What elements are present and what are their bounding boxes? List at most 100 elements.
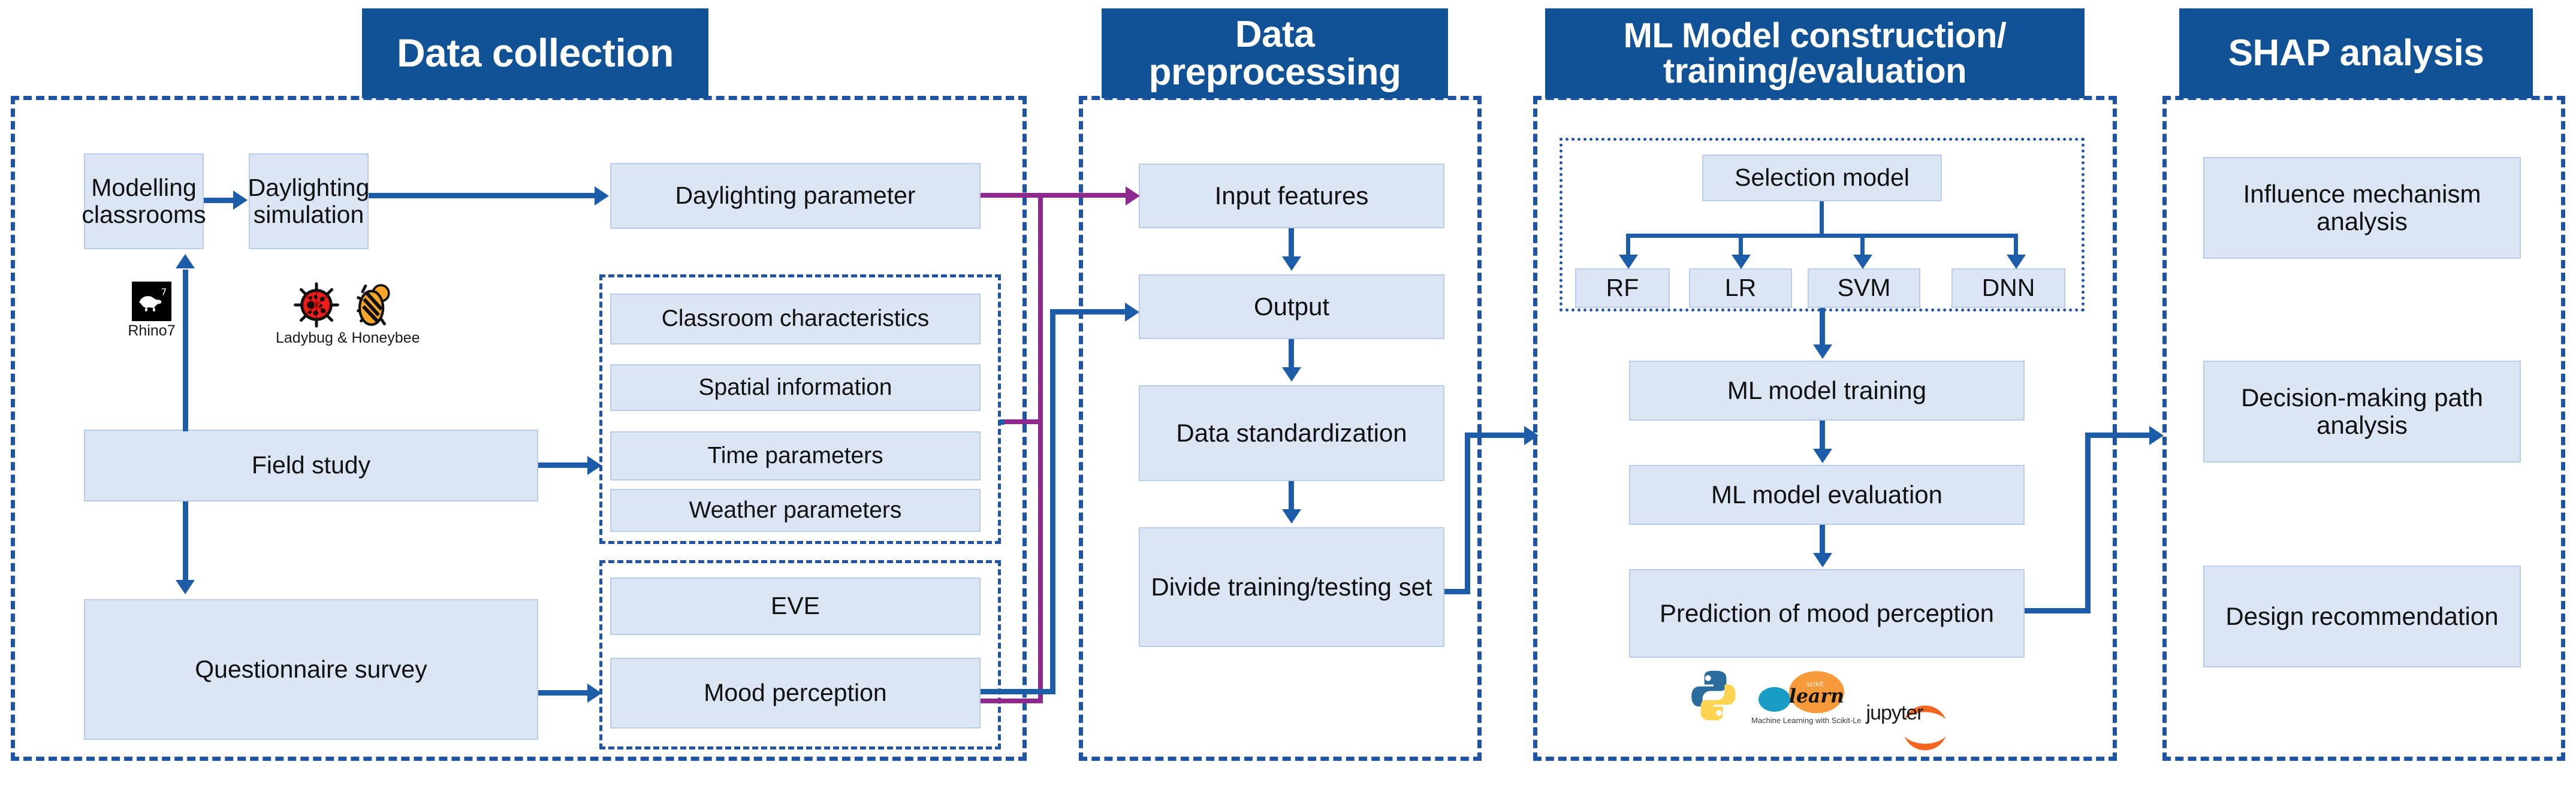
banner-shap-analysis: SHAP analysis: [2179, 8, 2533, 98]
box-influence-mechanism-analysis-label: Influence mechanism analysis: [2243, 179, 2481, 235]
arrow-output-to-standardization-head: [1282, 367, 1301, 382]
arrow-fieldstudy-to-questionnaire-line: [183, 501, 188, 583]
svg-text:7: 7: [161, 287, 167, 298]
banner-data-preprocessing: Data preprocessing: [1102, 8, 1448, 98]
box-daylighting-simulation[interactable]: Daylighting simulation: [248, 153, 369, 249]
box-classroom-characteristics[interactable]: Classroom characteristics: [610, 294, 981, 344]
arrow-divide-to-ml-hline-top: [1465, 433, 1526, 438]
ml-tool-logos: scikit learn Machine Learning with Sciki…: [1684, 666, 1946, 751]
box-design-recommendation[interactable]: Design recommendation: [2203, 566, 2521, 667]
banner-shap-analysis-label: SHAP analysis: [2228, 32, 2484, 74]
box-daylighting-parameter[interactable]: Daylighting parameter: [610, 163, 981, 229]
arrow-algorithms-to-training-line: [1820, 308, 1825, 346]
arrow-divide-to-ml-vline: [1465, 433, 1470, 594]
arrow-standardization-to-divide-line: [1289, 481, 1294, 511]
rhino7-icon-group: 7 Rhino7: [128, 282, 176, 340]
ladybug-honeybee-icon-group: Ladybug & Honeybee: [276, 282, 420, 347]
box-algorithm-lr-label: LR: [1724, 274, 1757, 302]
purple-bus-segment-from-features: [1001, 419, 1043, 424]
box-spatial-information-label: Spatial information: [698, 374, 892, 400]
arrow-questionnaire-to-outcomes-line: [538, 690, 592, 696]
box-time-parameters-label: Time parameters: [707, 442, 883, 468]
box-output[interactable]: Output: [1139, 274, 1444, 339]
box-questionnaire-survey[interactable]: Questionnaire survey: [84, 599, 538, 740]
blue-bus-trunk: [1050, 309, 1055, 694]
banner-data-preprocessing-line2: preprocessing: [1148, 52, 1401, 93]
arrow-simulation-to-parameter-head: [595, 186, 609, 205]
box-mood-perception-label: Mood perception: [704, 679, 887, 707]
box-algorithm-svm-label: SVM: [1837, 274, 1891, 302]
box-decision-making-path-analysis[interactable]: Decision-making path analysis: [2203, 361, 2521, 462]
box-ml-model-training[interactable]: ML model training: [1629, 361, 2025, 421]
box-influence-mechanism-analysis[interactable]: Influence mechanism analysis: [2203, 157, 2521, 259]
banner-ml-model-line1: ML Model construction/: [1623, 16, 2007, 55]
box-ml-model-evaluation[interactable]: ML model evaluation: [1629, 465, 2025, 525]
box-selection-model[interactable]: Selection model: [1702, 155, 1942, 201]
box-output-label: Output: [1253, 292, 1330, 321]
box-data-standardization[interactable]: Data standardization: [1139, 385, 1444, 481]
box-modelling-classrooms[interactable]: Modelling classrooms: [82, 153, 206, 249]
feature-group-right-stub: [1000, 419, 1005, 425]
box-eve-label: EVE: [770, 592, 821, 620]
arrow-fieldstudy-to-features-head: [587, 456, 602, 475]
arrow-evaluation-to-prediction-head: [1813, 553, 1832, 567]
box-prediction-of-mood-perception[interactable]: Prediction of mood perception: [1629, 569, 2025, 658]
banner-data-collection-label: Data collection: [397, 31, 674, 75]
box-divide-training-testing-set[interactable]: Divide training/testing set: [1139, 527, 1444, 647]
arrow-prediction-to-shap-hline-top: [2085, 433, 2151, 438]
box-field-study[interactable]: Field study: [84, 430, 538, 501]
banner-ml-model-line2: training/evaluation: [1663, 52, 1967, 90]
box-spatial-information[interactable]: Spatial information: [610, 364, 981, 411]
arrow-modelling-to-simulation-line: [204, 198, 235, 203]
arrow-input-to-output-head: [1282, 256, 1301, 271]
box-algorithm-lr[interactable]: LR: [1689, 268, 1792, 308]
banner-data-collection: Data collection: [362, 8, 708, 98]
jupyter-logo: [1904, 705, 1946, 751]
box-eve[interactable]: EVE: [610, 578, 981, 635]
arrow-prediction-to-shap-hline-bottom: [2025, 608, 2091, 613]
jupyter-logo-caption: jupyter: [1866, 702, 1924, 724]
box-prediction-of-mood-perception-label: Prediction of mood perception: [1660, 598, 1994, 627]
box-daylighting-simulation-label: Daylighting simulation: [248, 173, 370, 228]
box-input-features[interactable]: Input features: [1139, 164, 1444, 228]
box-time-parameters[interactable]: Time parameters: [610, 431, 981, 480]
scikit-learn-logo: scikit learn: [1758, 671, 1844, 714]
purple-bus-segment-from-eve: [981, 699, 1043, 703]
box-algorithm-svm[interactable]: SVM: [1808, 268, 1920, 308]
purple-bus-to-input-features-line: [1038, 193, 1128, 198]
box-design-recommendation-label: Design recommendation: [2225, 601, 2499, 630]
arrow-prediction-to-shap-vline: [2085, 433, 2091, 613]
arrow-modelling-to-simulation-head: [233, 191, 248, 210]
arrow-standardization-to-divide-head: [1282, 509, 1301, 524]
arrow-evaluation-to-prediction-line: [1820, 525, 1825, 555]
rhino7-icon-caption: Rhino7: [128, 322, 176, 339]
arrow-input-to-output-line: [1289, 228, 1294, 258]
arrow-training-to-evaluation-head: [1813, 449, 1832, 463]
group-input-feature-boxes: [599, 274, 1001, 544]
arrow-questionnaire-to-outcomes-head: [587, 684, 602, 703]
selection-fanout-drop-rf: [1626, 234, 1630, 256]
arrow-output-to-standardization-line: [1289, 339, 1294, 369]
arrow-fieldstudy-to-modelling-line: [183, 270, 188, 431]
box-daylighting-parameter-label: Daylighting parameter: [675, 182, 916, 210]
svg-text:scikit: scikit: [1806, 681, 1824, 688]
selection-fanout-drop-lr: [1739, 234, 1743, 256]
box-mood-perception[interactable]: Mood perception: [610, 658, 981, 728]
arrow-fieldstudy-to-modelling-head: [176, 254, 195, 268]
box-weather-parameters-label: Weather parameters: [689, 497, 902, 523]
selection-fanout-drop-dnn: [2014, 234, 2018, 256]
ladybug-honeybee-icon-caption: Ladybug & Honeybee: [276, 329, 420, 346]
box-algorithm-rf[interactable]: RF: [1575, 268, 1670, 308]
arrow-divide-to-ml-head: [1524, 426, 1539, 445]
selection-fanout-bar: [1626, 234, 2018, 238]
purple-bus-segment-from-daylighting: [981, 193, 1043, 198]
box-algorithm-dnn[interactable]: DNN: [1951, 268, 2065, 308]
blue-bus-to-output-head: [1125, 303, 1139, 322]
scikit-learn-logo-caption: Machine Learning with Scikit-Le: [1751, 716, 1862, 725]
box-weather-parameters[interactable]: Weather parameters: [610, 489, 981, 532]
selection-fanout-drop-svm: [1860, 234, 1865, 256]
selection-fanout-arrow-svm: [1853, 255, 1872, 269]
box-input-features-label: Input features: [1214, 181, 1369, 210]
ladybug-icon: [294, 282, 339, 328]
